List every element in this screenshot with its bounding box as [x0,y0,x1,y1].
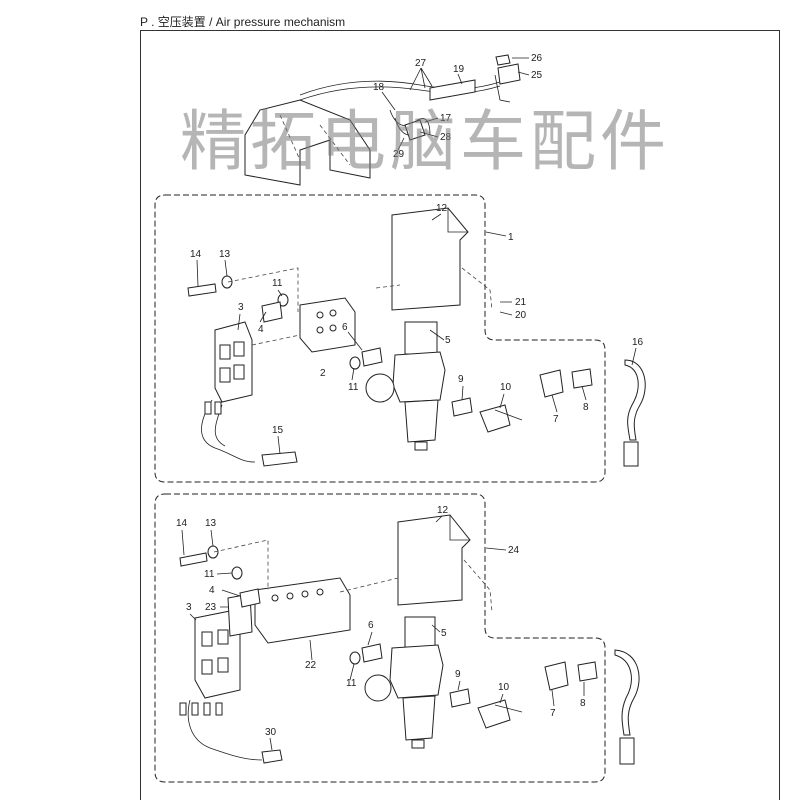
label-11: 11 [272,278,283,289]
label-28: 28 [440,132,452,143]
label-13: 13 [219,249,231,260]
label-11-lower: 11 [204,569,215,580]
label-8-lower: 8 [580,698,586,709]
page-title: P . 空压装置 / Air pressure mechanism [140,15,346,29]
manifold-block [299,297,356,353]
lower-unit [154,493,640,783]
top-assembly [244,54,521,186]
label-13-lower: 13 [205,518,217,529]
label-24: 24 [508,545,520,556]
ball-valve [477,699,511,729]
label-18: 18 [373,82,385,93]
label-6: 6 [342,322,348,333]
diagram-frame [140,30,780,800]
label-1: 1 [508,232,514,243]
mounting-bracket [391,207,469,311]
label-6-lower: 6 [368,620,374,631]
label-7-lower: 7 [550,708,556,719]
ball-valve [479,404,511,433]
label-19: 19 [453,64,465,75]
watermark: 精拓电脑车配件 [180,103,670,180]
label-8: 8 [583,402,589,413]
label-11b: 11 [348,382,359,393]
label-7: 7 [553,414,559,425]
label-9: 9 [458,374,464,385]
air-regulator [389,644,444,699]
label-3-lower: 3 [186,602,192,613]
label-20: 20 [515,310,527,321]
upper-unit-boundary [154,194,606,483]
label-22: 22 [305,660,317,671]
label-4-lower: 4 [209,585,215,596]
label-27: 27 [415,58,427,69]
label-2: 2 [320,368,326,379]
label-10: 10 [500,382,512,393]
lower-unit-boundary [154,493,606,783]
label-30: 30 [265,727,277,738]
label-12: 12 [436,203,448,214]
label-16: 16 [632,337,644,348]
label-15: 15 [272,425,284,436]
label-25: 25 [531,70,543,81]
label-4: 4 [258,324,264,335]
label-29: 29 [393,149,405,160]
label-12-lower: 12 [437,505,449,516]
air-regulator [392,351,446,403]
label-21: 21 [515,297,527,308]
label-9-lower: 9 [455,669,461,680]
label-23: 23 [205,602,217,613]
label-5: 5 [445,335,451,346]
label-5-lower: 5 [441,628,447,639]
label-14: 14 [190,249,202,260]
label-26: 26 [531,53,543,64]
mounting-bracket [397,514,471,606]
part-labels: 27 19 26 25 18 17 28 29 12 1 14 13 11 3 … [176,53,644,751]
label-3: 3 [238,302,244,313]
manifold-block [254,577,351,644]
label-11b-lower: 11 [346,678,357,689]
label-14-lower: 14 [176,518,188,529]
label-10-lower: 10 [498,682,510,693]
solenoid-valve [214,321,253,403]
label-17: 17 [440,113,452,124]
upper-unit [154,194,646,483]
